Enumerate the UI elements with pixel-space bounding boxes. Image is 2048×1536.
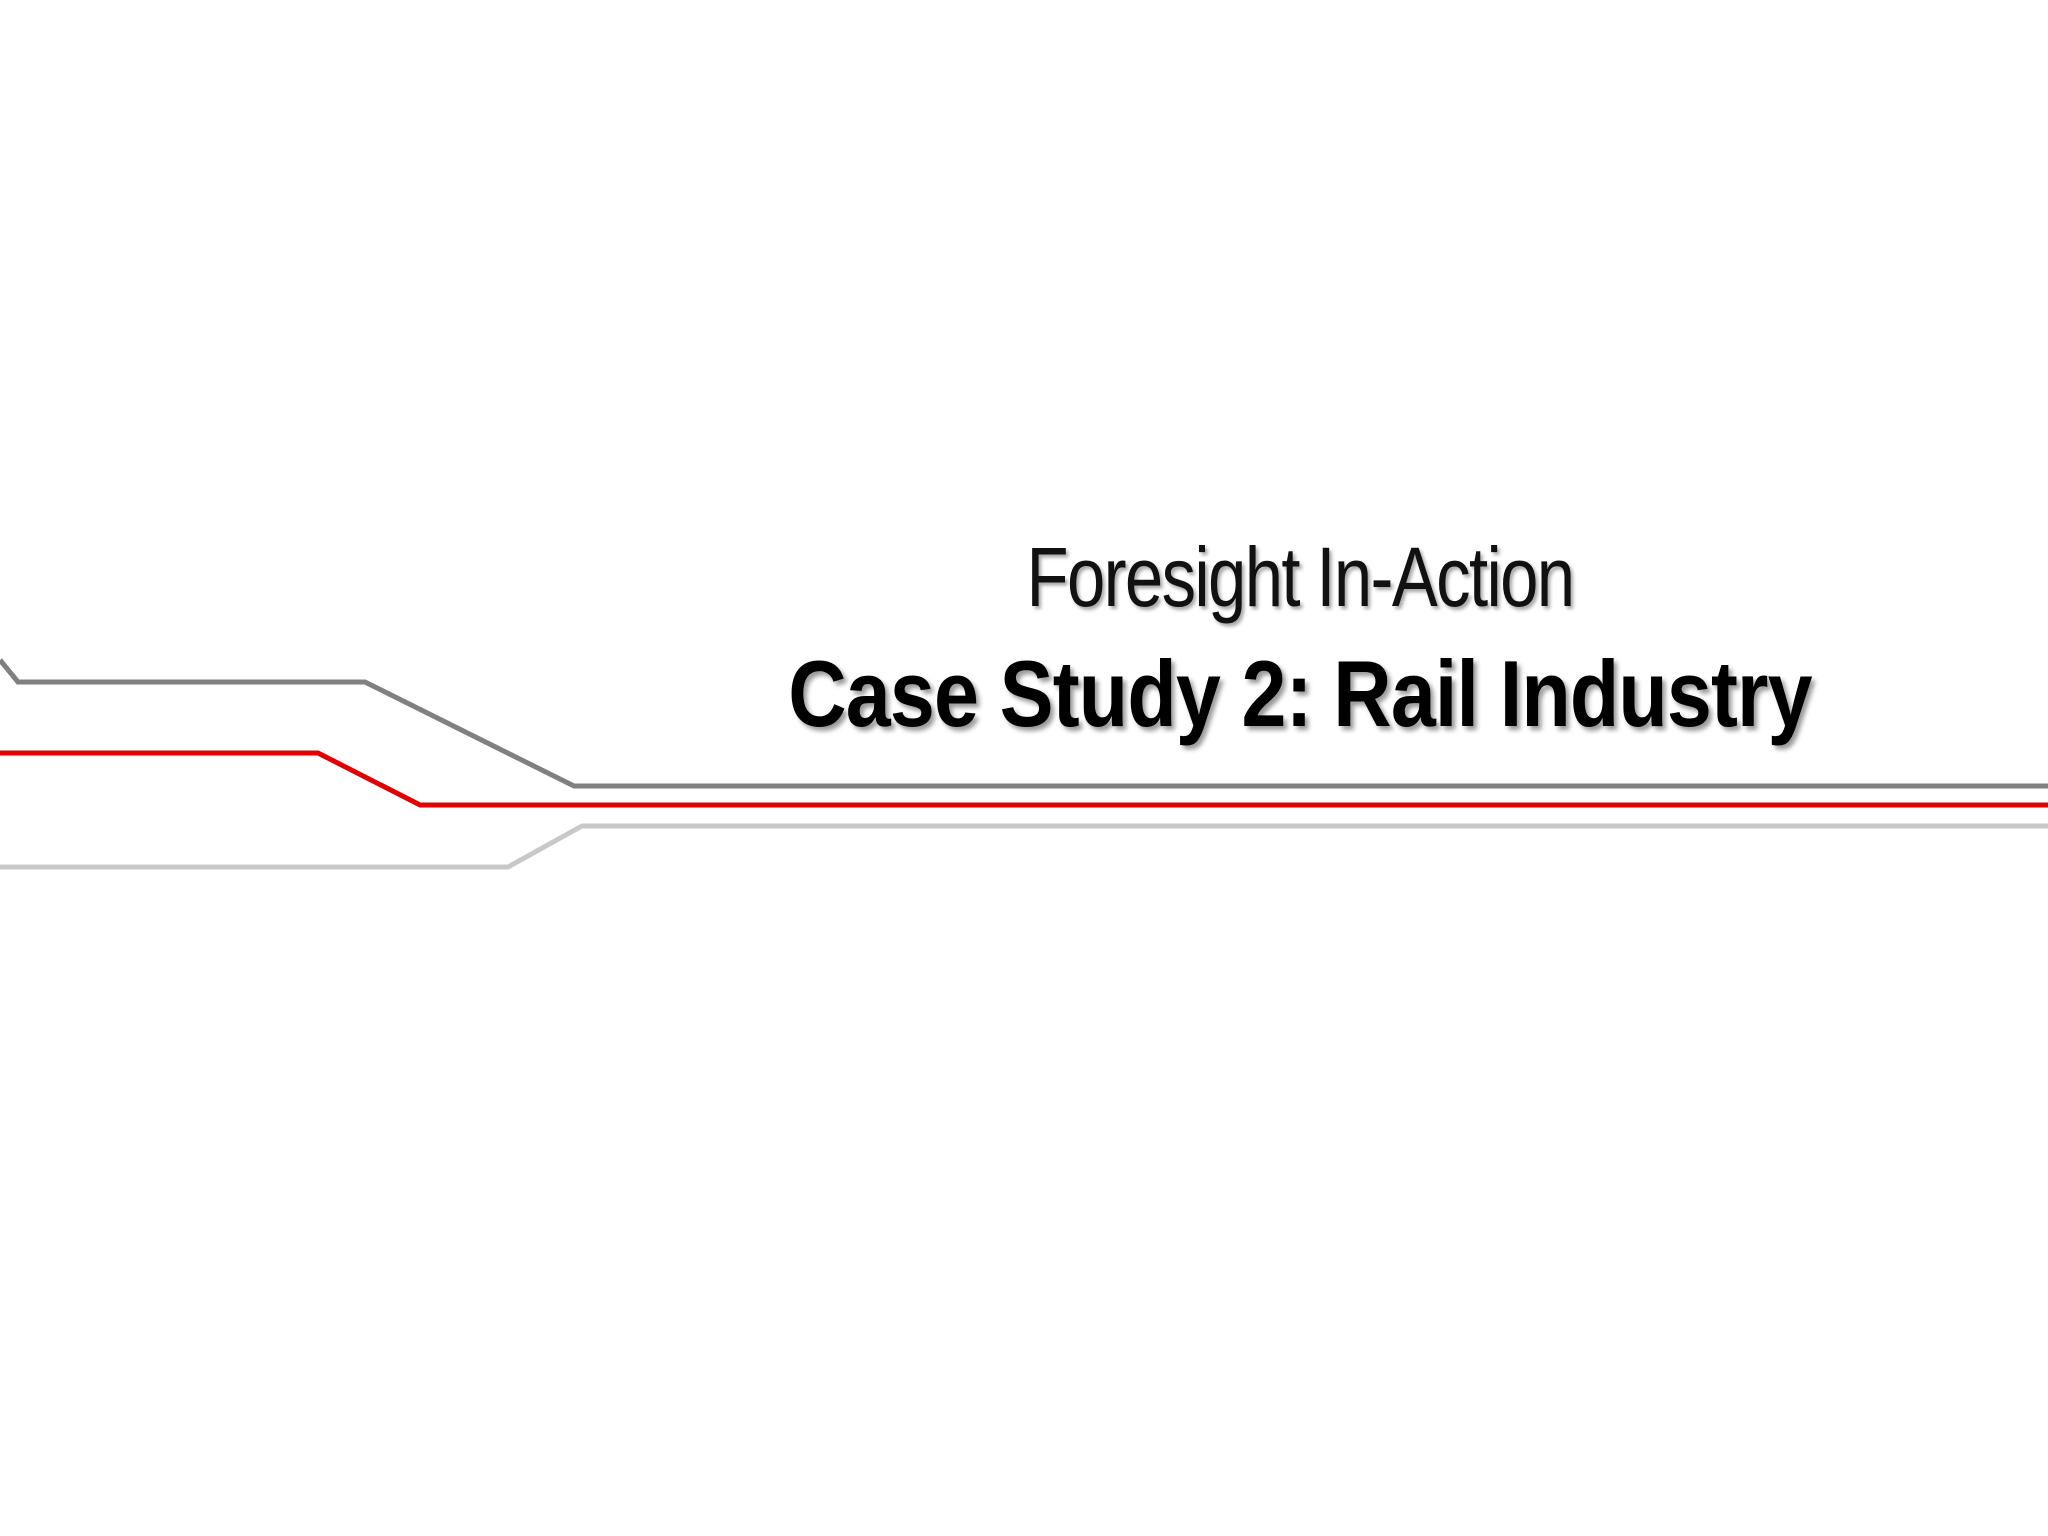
slide-subtitle: Foresight In-Action <box>1026 530 1576 624</box>
slide-title: Case Study 2: Rail Industry <box>788 641 1812 746</box>
rail-line-light-gray <box>0 823 2048 870</box>
title-block: Foresight In-Action Case Study 2: Rail I… <box>600 535 2000 741</box>
rail-line-dark-gray <box>0 658 2048 789</box>
rail-line-red <box>0 750 2048 808</box>
